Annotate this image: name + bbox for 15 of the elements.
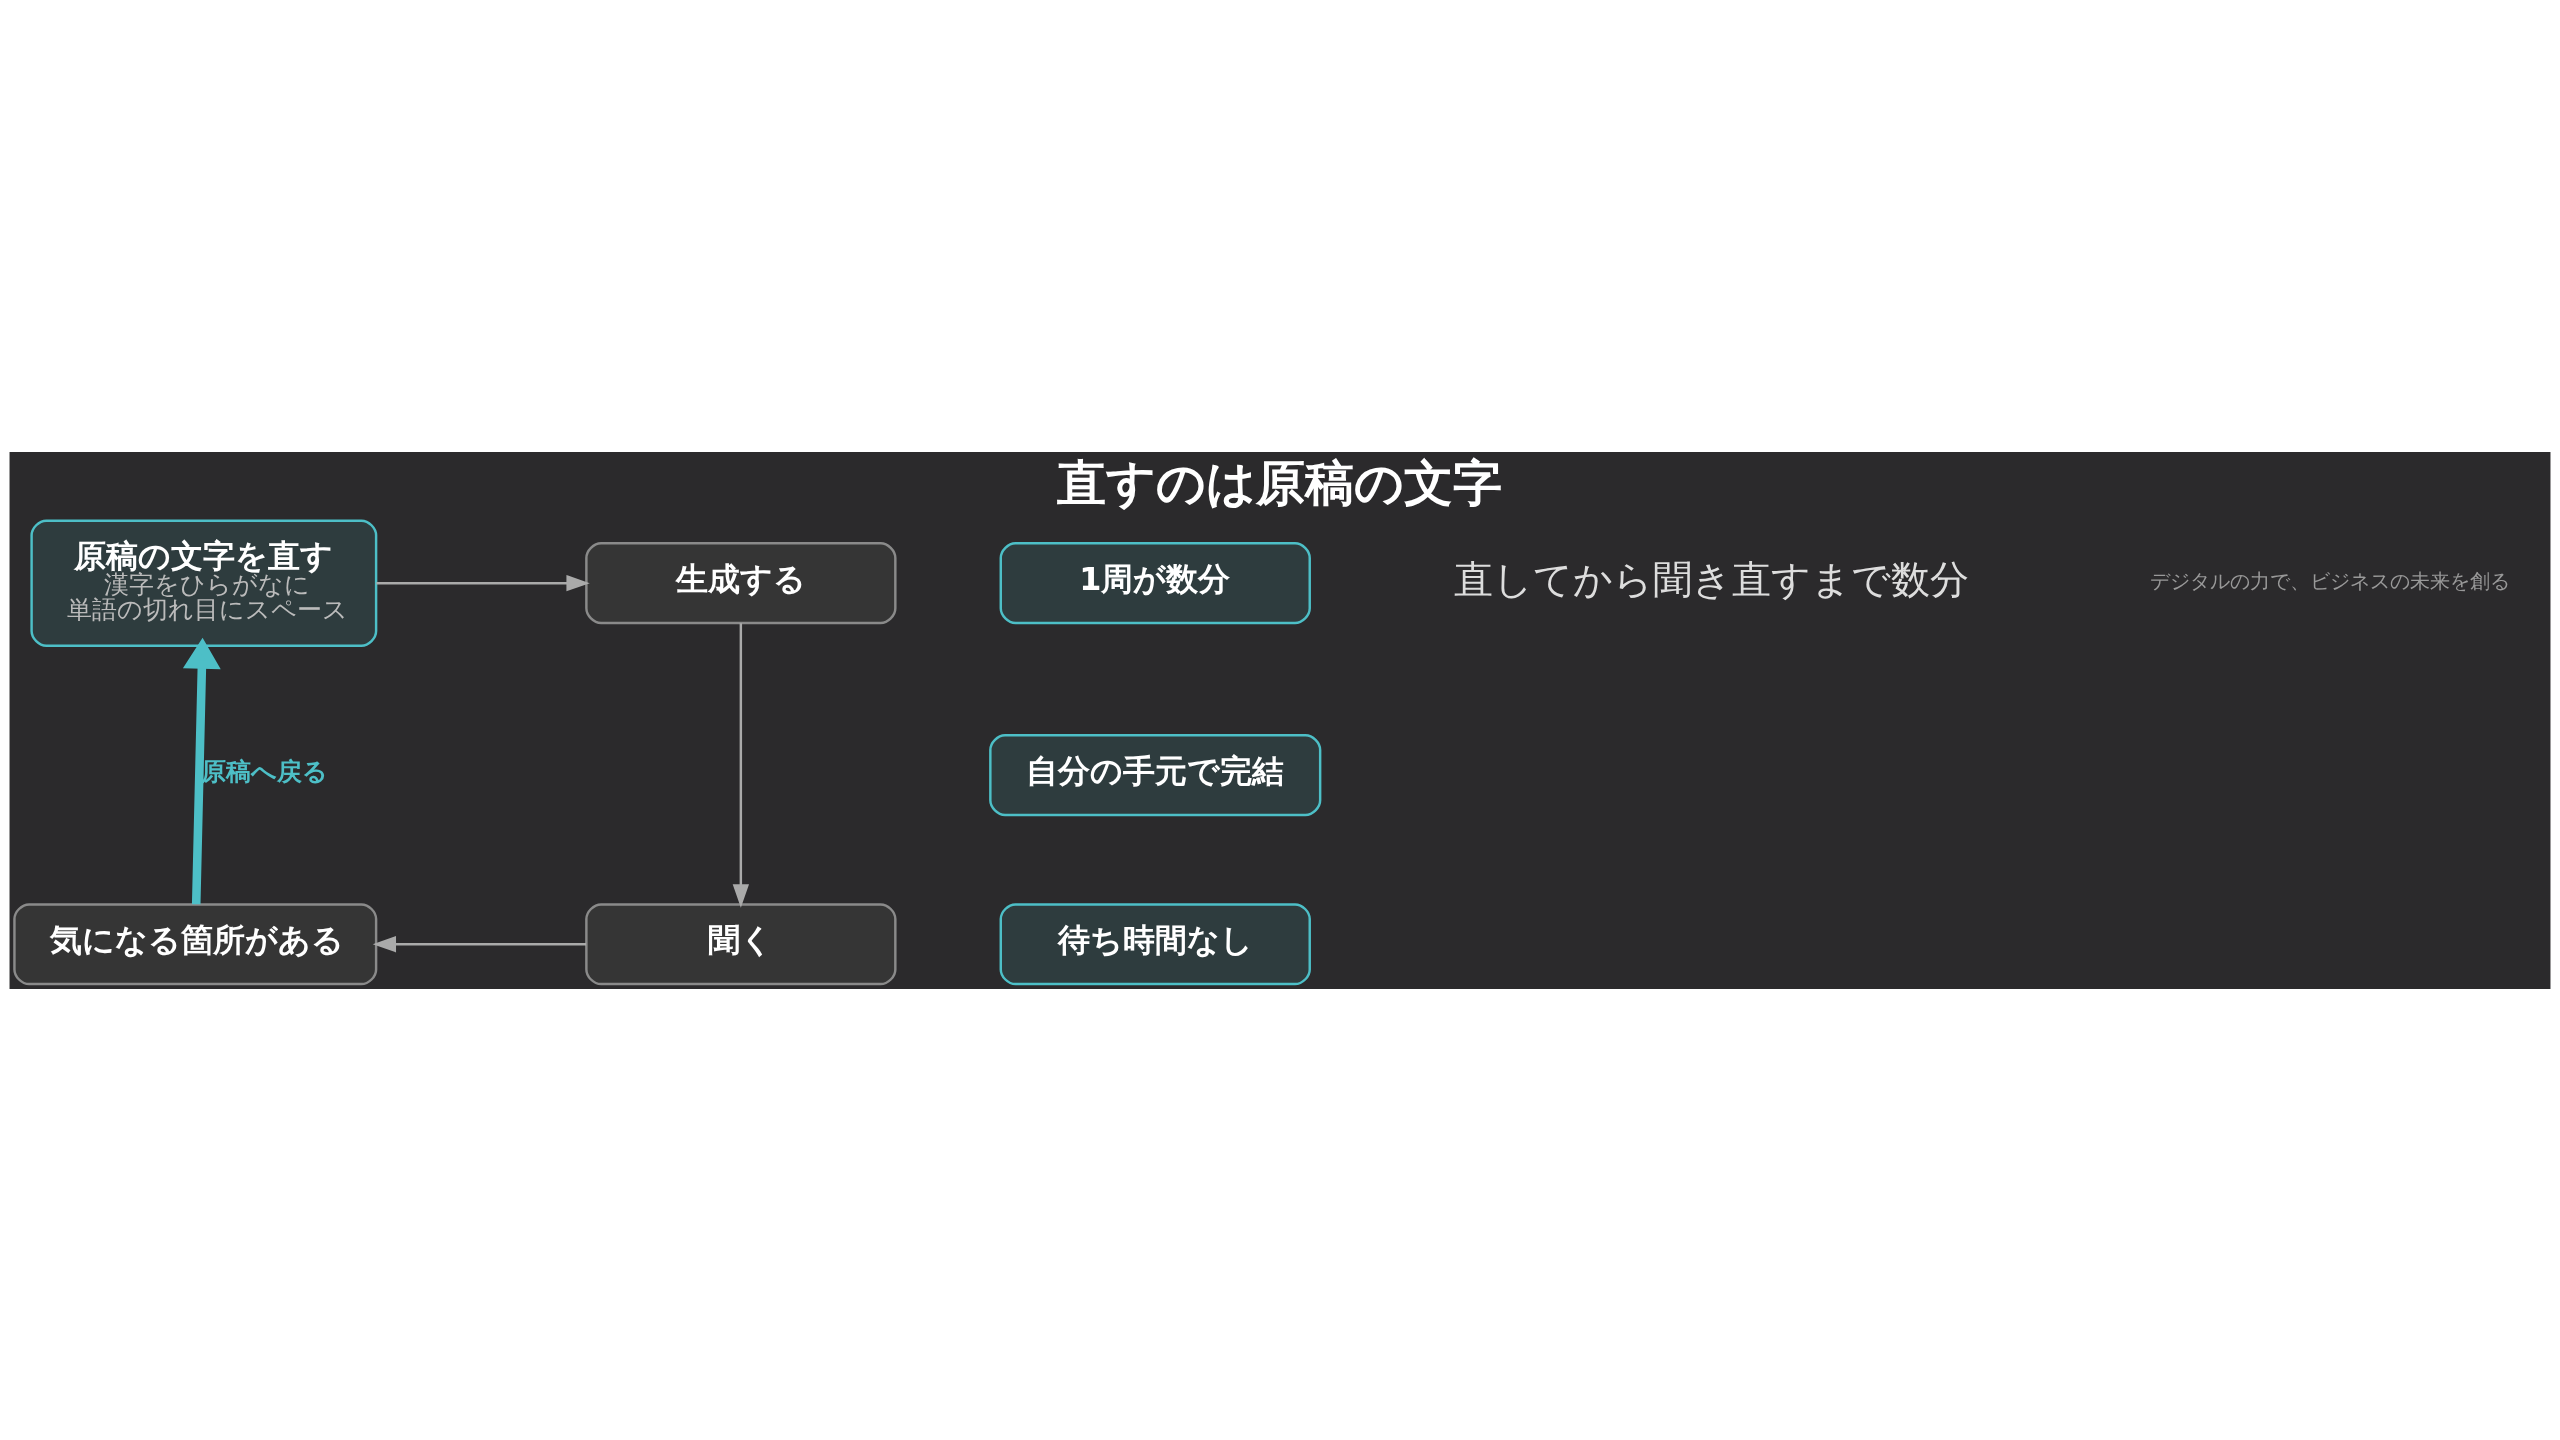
node-box: 待ち時間なし bbox=[999, 902, 1311, 985]
arrow bbox=[372, 935, 587, 952]
arrow bbox=[182, 637, 221, 904]
arrow bbox=[732, 622, 749, 908]
label: 直してから聞き直すまで数分 bbox=[1454, 556, 1970, 602]
node-box: 生成する bbox=[585, 541, 897, 624]
label: デジタルの力で、ビジネスの未来を創る bbox=[2149, 569, 2510, 593]
node-box: 原稿の文字を直す 漢字をひらがなに 単語の切れ目にスペース bbox=[30, 518, 378, 647]
node-box: 気になる箇所がある bbox=[13, 902, 378, 985]
edge-label: 原稿へ戻る bbox=[201, 756, 329, 786]
node-box: 1周が数分 bbox=[999, 541, 1311, 624]
arrow bbox=[376, 574, 590, 591]
diagram-title: 直すのは原稿の文字 bbox=[1056, 453, 1502, 512]
node-box: 聞く bbox=[585, 902, 897, 985]
node-box: 自分の手元で完結 bbox=[989, 733, 1322, 816]
